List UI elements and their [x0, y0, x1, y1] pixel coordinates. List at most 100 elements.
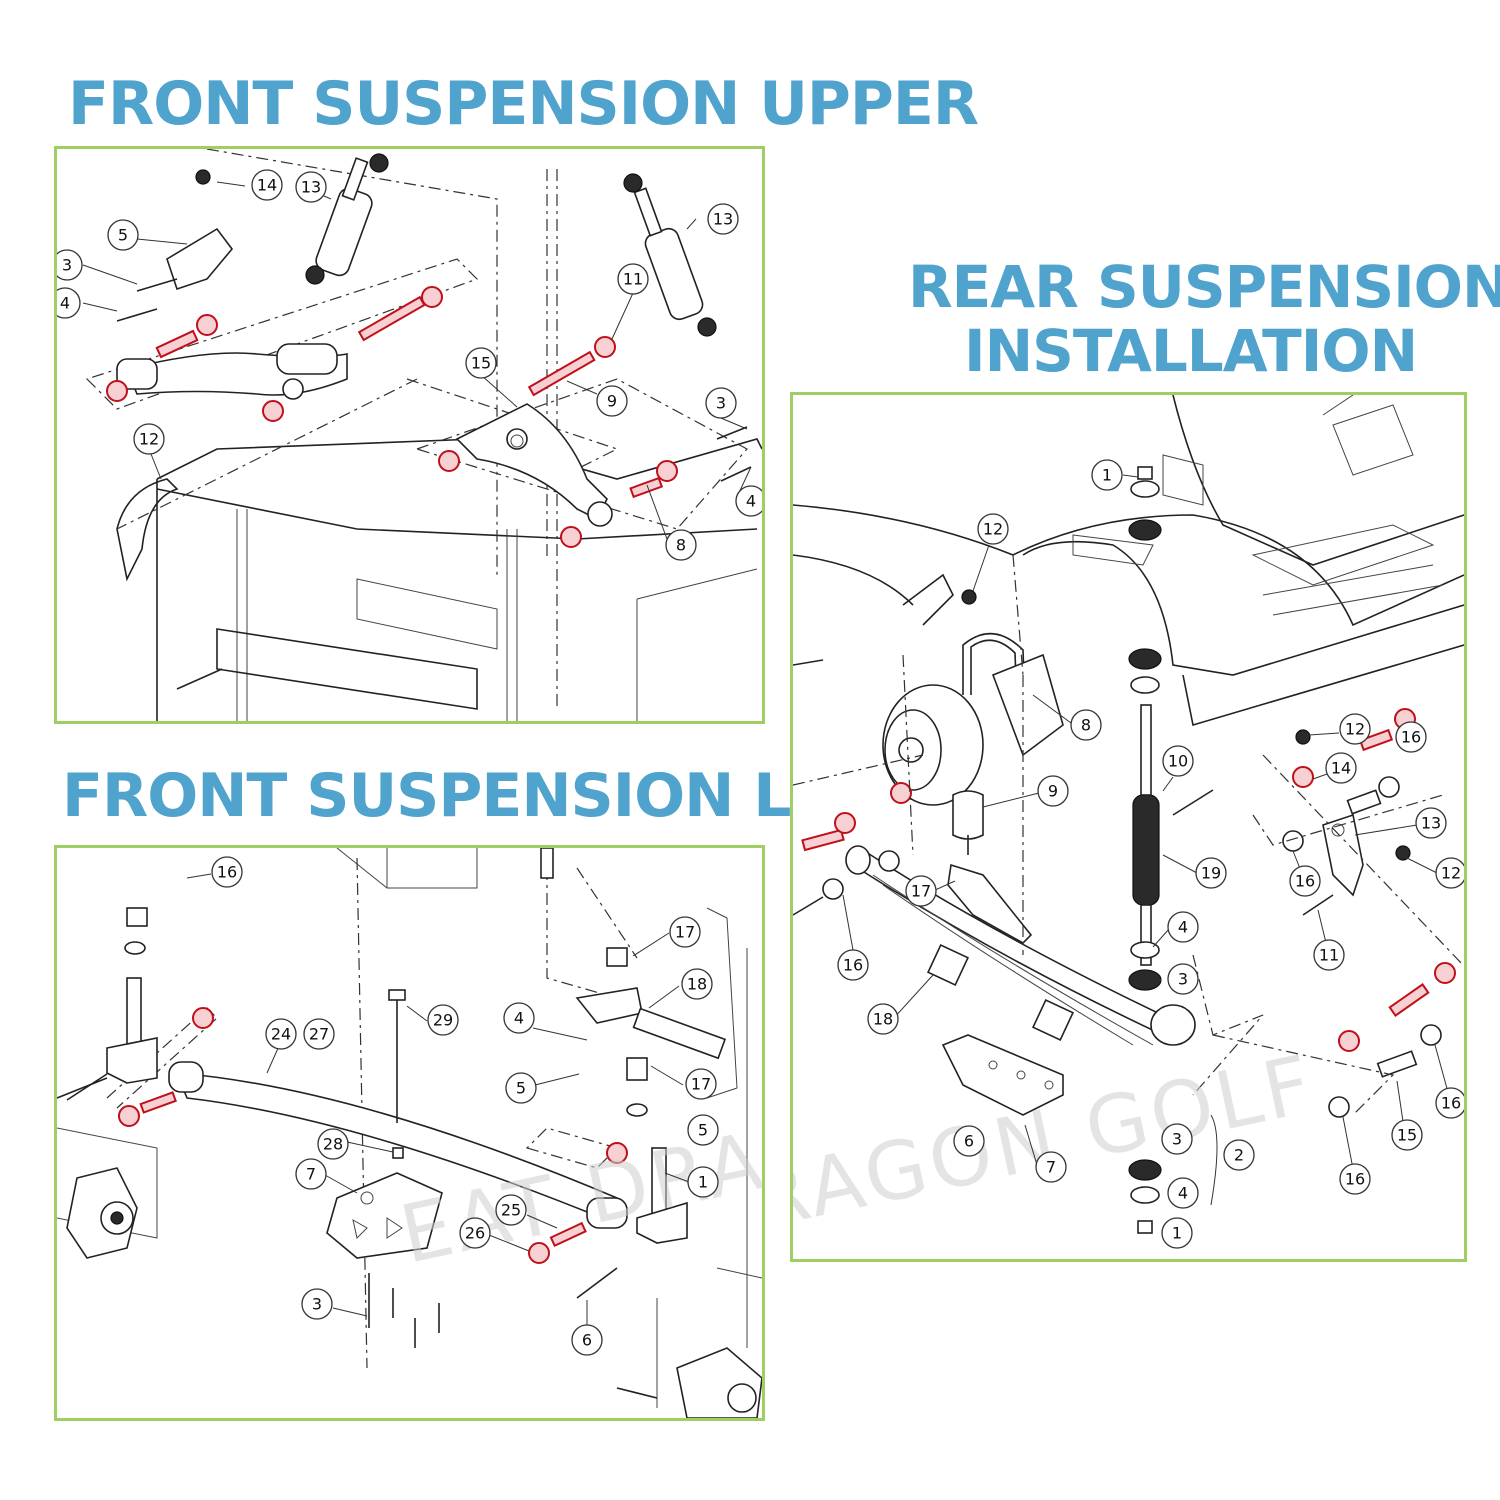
svg-text:5: 5	[516, 1079, 526, 1098]
callout-12-lower: 12	[1435, 857, 1464, 889]
rear-bushings-highlighted	[801, 708, 1456, 1052]
callout-9: 9	[596, 385, 628, 417]
rear-drawing: EAT DRAGON GOLF	[793, 395, 1464, 1259]
svg-text:12: 12	[139, 430, 159, 449]
callout-18: 18	[681, 968, 713, 1000]
callout-11: 11	[1313, 939, 1345, 971]
svg-text:3: 3	[716, 394, 726, 413]
left-hub	[66, 1167, 138, 1259]
callout-13-right: 13	[707, 203, 739, 235]
callout-4-upper: 4	[1167, 911, 1199, 943]
callout-28: 28	[317, 1128, 349, 1160]
callout-3-upper: 3	[1167, 963, 1199, 995]
right-shock-absorber	[623, 173, 717, 337]
svg-text:9: 9	[607, 392, 617, 411]
heading-front-suspension-upper: FRONT SUSPENSION UPPER	[68, 69, 979, 139]
callout-16: 16	[211, 856, 243, 888]
svg-text:3: 3	[62, 256, 72, 275]
svg-text:13: 13	[713, 210, 733, 229]
svg-text:10: 10	[1168, 752, 1188, 771]
callout-17-top: 17	[669, 916, 701, 948]
frame-body	[85, 149, 762, 721]
svg-text:16: 16	[843, 956, 863, 975]
svg-text:4: 4	[514, 1009, 524, 1028]
front-suspension-upper-diagram: 14 13 5 3 4 11 13 15 9 3 12 4 8	[54, 146, 765, 724]
callout-4: 4	[503, 1002, 535, 1034]
left-shock-absorber	[305, 153, 389, 285]
callout-13: 13	[1415, 807, 1447, 839]
right-upper-a-arm	[455, 403, 613, 527]
callout-18: 18	[867, 1003, 899, 1035]
callout-14: 14	[1325, 752, 1357, 784]
callout-6: 6	[571, 1324, 603, 1356]
svg-text:17: 17	[911, 882, 931, 901]
u-bolt	[962, 632, 1026, 706]
svg-text:4: 4	[1178, 918, 1188, 937]
spring-plate	[941, 1034, 1064, 1116]
front-suspension-lower-diagram: EAT DRAGON GOLF 16 17 18 24 27 29 4 5 1	[54, 845, 765, 1421]
svg-text:2: 2	[1234, 1146, 1244, 1165]
svg-text:1: 1	[1102, 466, 1112, 485]
svg-text:15: 15	[471, 354, 491, 373]
lower-bolts	[66, 989, 618, 1348]
callout-3-lower: 3	[1161, 1123, 1193, 1155]
left-upper-a-arm	[116, 343, 348, 400]
callout-16-left: 16	[837, 949, 869, 981]
callout-16-right: 16	[1435, 1087, 1464, 1119]
svg-text:29: 29	[433, 1011, 453, 1030]
callout-5: 5	[107, 219, 139, 251]
callout-12-right: 12	[1339, 713, 1371, 745]
svg-text:7: 7	[306, 1165, 316, 1184]
svg-text:16: 16	[217, 863, 237, 882]
callout-26: 26	[459, 1217, 491, 1249]
callout-3: 3	[301, 1288, 333, 1320]
svg-text:3: 3	[1178, 970, 1188, 989]
svg-text:17: 17	[675, 923, 695, 942]
callout-24: 24	[265, 1018, 297, 1050]
svg-text:13: 13	[301, 178, 321, 197]
heading-rear-suspension: REAR SUSPENSION	[908, 253, 1500, 321]
left-upper-bracket	[116, 227, 234, 322]
svg-text:14: 14	[1331, 759, 1351, 778]
callout-4: 4	[57, 287, 81, 319]
callout-1-bottom: 1	[1161, 1217, 1193, 1249]
callout-3-right: 3	[705, 387, 737, 419]
rear-dash-lines	[793, 554, 1464, 1116]
svg-text:7: 7	[1046, 1158, 1056, 1177]
svg-text:11: 11	[1319, 946, 1339, 965]
callout-29: 29	[427, 1004, 459, 1036]
svg-text:15: 15	[1397, 1126, 1417, 1145]
upper-bolts	[176, 169, 752, 690]
svg-text:14: 14	[257, 176, 277, 195]
callout-4-lower: 4	[1167, 1177, 1199, 1209]
svg-text:5: 5	[118, 226, 128, 245]
svg-text:16: 16	[1401, 728, 1421, 747]
rear-suspension-installation-diagram: EAT DRAGON GOLF	[790, 392, 1467, 1262]
svg-text:6: 6	[582, 1331, 592, 1350]
svg-text:8: 8	[1081, 716, 1091, 735]
svg-text:27: 27	[309, 1025, 329, 1044]
axle-bracket	[991, 653, 1064, 757]
callout-17: 17	[905, 875, 937, 907]
rear-bolts	[793, 659, 1334, 916]
right-hub	[616, 1347, 762, 1418]
callout-9: 9	[1037, 775, 1069, 807]
callout-15: 15	[1391, 1119, 1423, 1151]
svg-text:3: 3	[1172, 1130, 1182, 1149]
rear-bushings	[822, 589, 1442, 1118]
svg-text:1: 1	[698, 1173, 708, 1192]
svg-text:16: 16	[1345, 1170, 1365, 1189]
callout-6: 6	[953, 1125, 985, 1157]
callout-3: 3	[57, 249, 83, 281]
svg-text:5: 5	[698, 1121, 708, 1140]
front-lower-drawing: EAT DRAGON GOLF 16 17 18 24 27 29 4 5 1	[57, 848, 762, 1418]
callout-7: 7	[295, 1158, 327, 1190]
svg-text:25: 25	[501, 1201, 521, 1220]
callout-12: 12	[133, 423, 165, 455]
callout-11: 11	[617, 263, 649, 295]
svg-text:13: 13	[1421, 814, 1441, 833]
svg-text:18: 18	[873, 1010, 893, 1029]
callout-2-bracket	[1210, 1114, 1218, 1206]
front-upper-drawing: 14 13 5 3 4 11 13 15 9 3 12 4 8	[57, 149, 762, 721]
upper-bushings-highlighted	[106, 286, 678, 548]
